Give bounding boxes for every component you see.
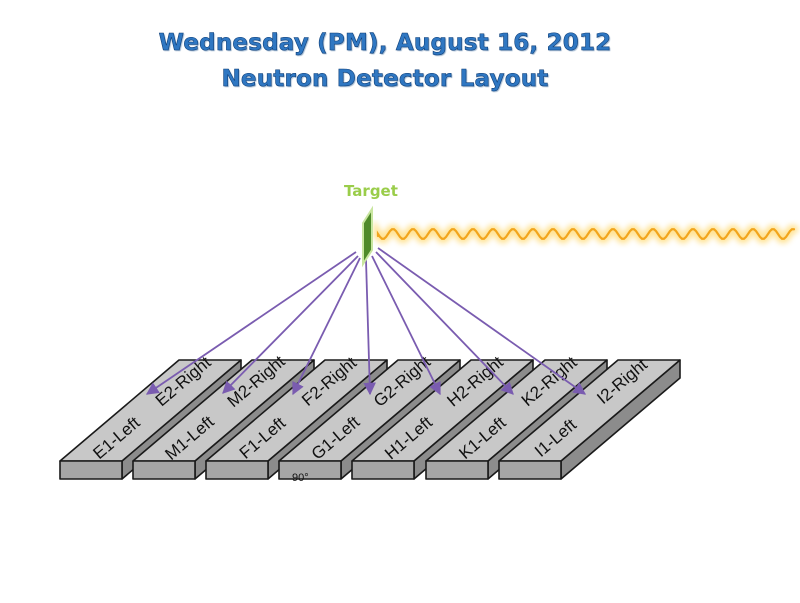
bar-front	[59, 460, 123, 480]
bar-front	[498, 460, 562, 480]
bar-front	[278, 460, 342, 480]
neutron-path-arrow	[363, 259, 376, 396]
target: Target	[344, 182, 398, 268]
bar-front	[205, 460, 269, 480]
bar-front	[351, 460, 415, 480]
neutron-path-arrow	[145, 251, 357, 395]
beam-wave	[376, 228, 796, 240]
neutron-paths	[145, 247, 587, 396]
neutron-path-arrow	[377, 247, 587, 395]
neutron-path-arrow	[375, 251, 514, 395]
title-line-2: Neutron Detector Layout	[221, 66, 549, 93]
target-label: Target	[344, 182, 398, 200]
bar-front	[132, 460, 196, 480]
title-line-1: Wednesday (PM), August 16, 2012	[158, 30, 612, 57]
neutron-path-arrow	[222, 255, 359, 394]
target-foil	[362, 205, 373, 268]
angle-label: 90°	[292, 472, 309, 484]
beam-line	[373, 219, 799, 244]
neutron-path-arrow	[292, 257, 361, 396]
neutron-path-arrow	[371, 255, 441, 396]
bar-front	[425, 460, 489, 480]
